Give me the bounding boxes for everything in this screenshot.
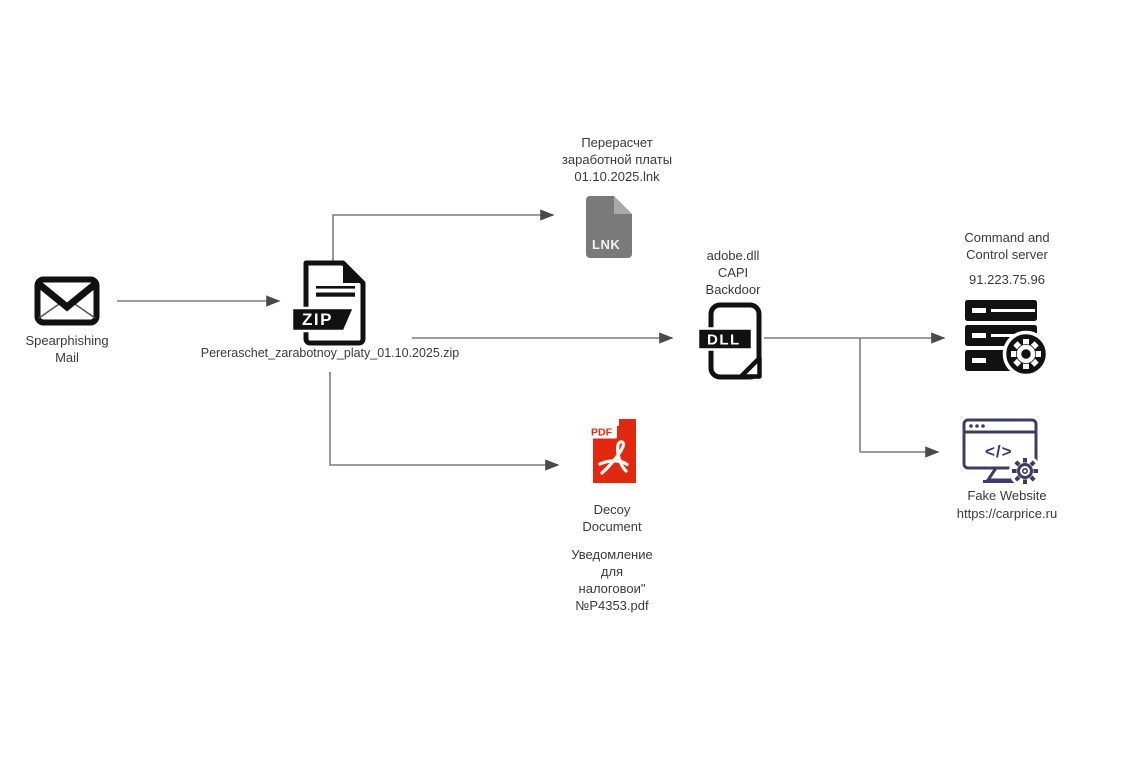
pdf-file-icon: PDF	[587, 419, 636, 483]
dll-title-label: adobe.dll CAPI Backdoor	[705, 248, 761, 297]
arrow-zip-to-lnk	[332, 209, 555, 261]
pdf-badge-text: PDF	[591, 427, 613, 439]
fake-website-label: Fake Website	[967, 488, 1047, 503]
mail-envelope-icon	[34, 276, 100, 326]
lnk-badge-text: LNK	[592, 237, 620, 252]
lnk-title-label: Перерасчет заработной платы 01.10.2025.l…	[561, 135, 673, 184]
fake-website-node: </>	[961, 418, 1049, 495]
code-glyph-text: </>	[985, 442, 1013, 461]
c2-ip-label: 91.223.75.96	[969, 272, 1045, 287]
arrow-zip-to-pdf	[329, 372, 560, 471]
acrobat-symbol	[598, 440, 629, 475]
zip-file-icon: ZIP	[290, 260, 366, 346]
pdf-decoy-label: Decoy Document	[582, 502, 642, 534]
zip-badge-text: ZIP	[302, 310, 333, 329]
c2-server-node	[963, 298, 1051, 383]
fake-website-icon: </>	[962, 418, 1041, 487]
pdf-node: PDF	[586, 417, 640, 490]
dll-node: DLL	[696, 302, 762, 385]
server-icon	[965, 300, 1050, 378]
zip-node: ZIP	[290, 258, 374, 353]
mail-node	[34, 276, 100, 331]
fake-website-url: https://carprice.ru	[956, 506, 1058, 521]
lnk-file-icon: LNK	[586, 196, 632, 258]
dll-file-icon: DLL	[696, 302, 762, 380]
mail-label: Spearphishing Mail	[25, 333, 109, 365]
zip-filename-label: Pereraschet_zarabotnoy_platy_01.10.2025.…	[200, 346, 460, 360]
c2-label: Command and Control server	[964, 230, 1050, 262]
pdf-filename-label: Уведомление для налоговои" №P4353.pdf	[571, 547, 653, 613]
lnk-node: LNK	[584, 196, 634, 263]
dll-badge-text: DLL	[707, 332, 741, 349]
